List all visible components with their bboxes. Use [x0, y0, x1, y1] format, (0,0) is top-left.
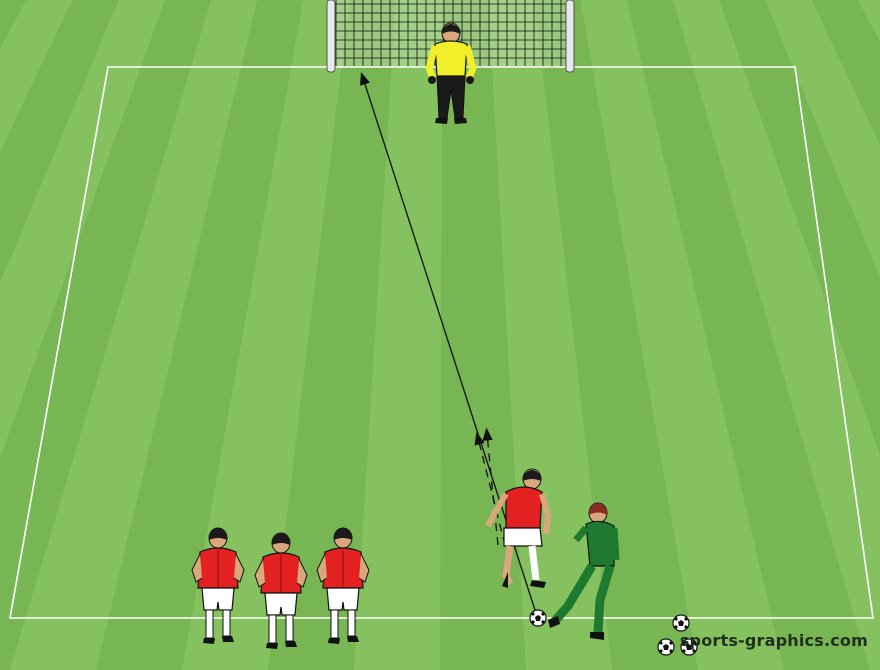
watermark-text: sports-graphics.com: [680, 631, 868, 650]
ball: [530, 610, 546, 626]
